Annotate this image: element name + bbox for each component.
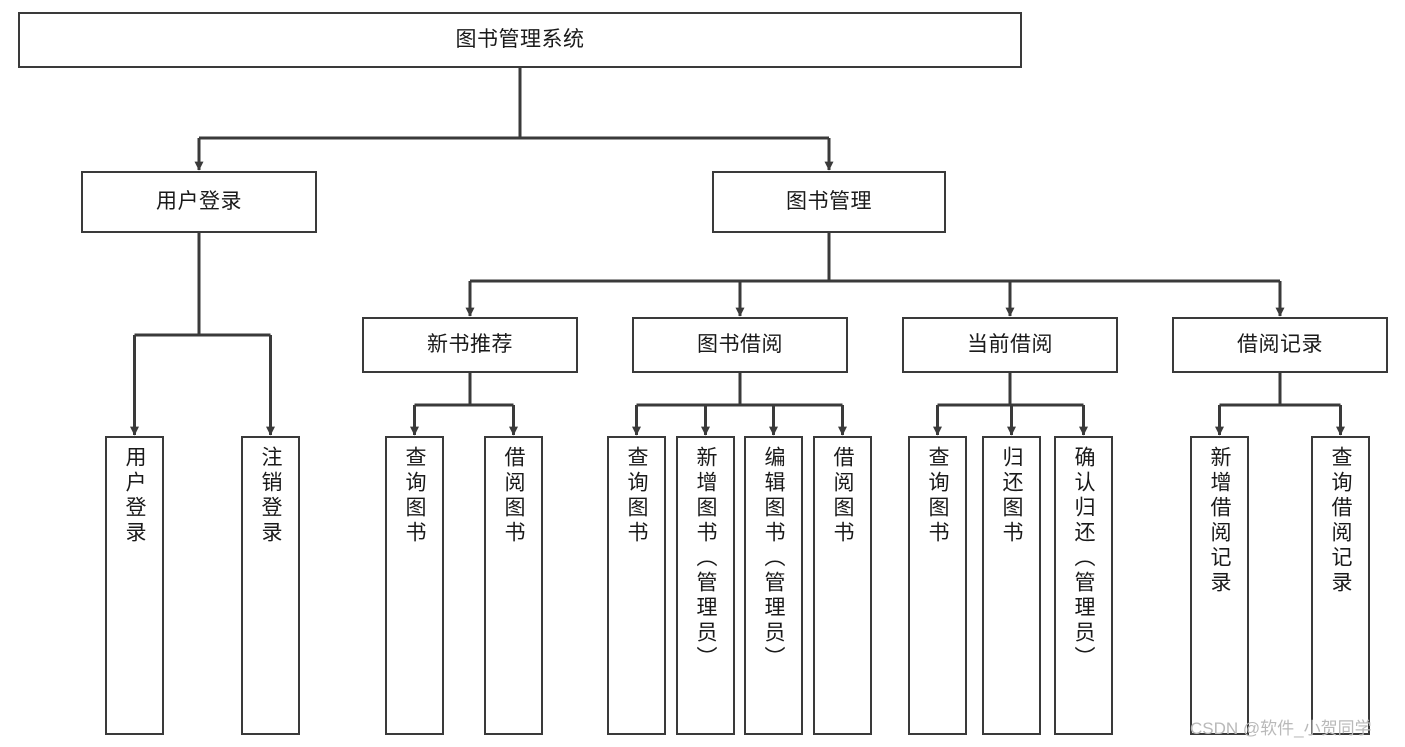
node-l8[interactable]: 借阅图书 <box>813 436 872 735</box>
node-login[interactable]: 用户登录 <box>81 171 317 233</box>
node-label: 查询图书 <box>625 446 648 546</box>
node-label: 确认归还（管理员） <box>1072 446 1095 671</box>
node-l7[interactable]: 编辑图书（管理员） <box>744 436 803 735</box>
node-label: 新书推荐 <box>427 332 513 356</box>
node-label: 当前借阅 <box>967 332 1053 356</box>
node-label: 新增图书（管理员） <box>694 446 717 671</box>
node-l13[interactable]: 查询借阅记录 <box>1311 436 1370 735</box>
node-label: 用户登录 <box>156 189 242 213</box>
node-label: 查询图书 <box>926 446 949 546</box>
node-label: 借阅图书 <box>831 446 854 546</box>
node-label: 图书管理系统 <box>455 27 585 51</box>
node-l5[interactable]: 查询图书 <box>607 436 666 735</box>
node-label: 查询图书 <box>403 446 426 546</box>
node-label: 新增借阅记录 <box>1208 446 1231 596</box>
node-l1[interactable]: 用户登录 <box>105 436 164 735</box>
node-current[interactable]: 当前借阅 <box>902 317 1118 373</box>
node-label: 注销登录 <box>259 446 282 546</box>
node-l6[interactable]: 新增图书（管理员） <box>676 436 735 735</box>
node-l4[interactable]: 借阅图书 <box>484 436 543 735</box>
node-l10[interactable]: 归还图书 <box>982 436 1041 735</box>
node-l9[interactable]: 查询图书 <box>908 436 967 735</box>
node-bookmgmt[interactable]: 图书管理 <box>712 171 946 233</box>
node-label: 图书管理 <box>786 189 872 213</box>
node-records[interactable]: 借阅记录 <box>1172 317 1388 373</box>
node-l3[interactable]: 查询图书 <box>385 436 444 735</box>
node-label: 借阅记录 <box>1237 332 1323 356</box>
node-label: 编辑图书（管理员） <box>762 446 785 671</box>
node-label: 图书借阅 <box>697 332 783 356</box>
node-label: 用户登录 <box>123 446 146 546</box>
node-label: 查询借阅记录 <box>1329 446 1352 596</box>
node-l11[interactable]: 确认归还（管理员） <box>1054 436 1113 735</box>
node-borrow[interactable]: 图书借阅 <box>632 317 848 373</box>
node-label: 借阅图书 <box>502 446 525 546</box>
node-label: 归还图书 <box>1000 446 1023 546</box>
node-root[interactable]: 图书管理系统 <box>18 12 1022 68</box>
node-l2[interactable]: 注销登录 <box>241 436 300 735</box>
node-l12[interactable]: 新增借阅记录 <box>1190 436 1249 735</box>
node-newbook[interactable]: 新书推荐 <box>362 317 578 373</box>
